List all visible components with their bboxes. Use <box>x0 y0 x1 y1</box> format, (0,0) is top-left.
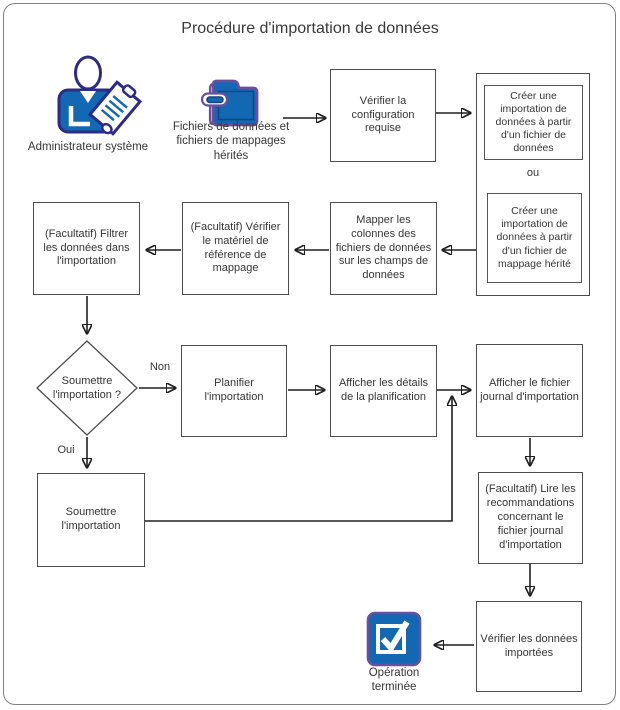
or-label: ou <box>526 167 540 179</box>
admin-person-clipboard-icon <box>57 55 143 136</box>
admin-label: Administrateur système <box>27 141 149 153</box>
step-map-columns: Mapper les colonnes des fichiers de donn… <box>330 202 437 295</box>
step-schedule-import: Planifier l'importation <box>181 345 287 437</box>
admin-arm <box>68 106 90 127</box>
diagram-frame <box>3 3 616 705</box>
admin-head <box>74 55 102 91</box>
files-label: Fichiers de données et fichiers de mappa… <box>172 121 290 162</box>
step-filter-data: (Facultatif) Filtrer les données dans l'… <box>33 202 140 295</box>
paperclip <box>200 92 229 107</box>
step-view-schedule-details: Afficher les détails de la planification <box>330 345 437 437</box>
branch-no-label: Non <box>149 361 171 373</box>
admin-collar <box>80 91 96 103</box>
step-verify-imported-data: Vérifier les données importées <box>476 601 582 692</box>
data-files-folder-icon <box>200 79 259 127</box>
page-title: Procédure d'importation de données <box>181 20 439 37</box>
diamond-shape <box>36 340 138 436</box>
step-verify-reference: (Facultatif) Vérifier le matériel de réf… <box>182 202 289 295</box>
step-verify-config: Vérifier la configuration requise <box>330 69 436 162</box>
operation-complete-label: Opération terminée <box>368 667 420 694</box>
branch-yes-label: Oui <box>57 444 75 456</box>
operation-complete-checkbox-icon <box>366 611 422 667</box>
check-mark <box>380 620 410 654</box>
step-submit-import: Soumettre l'importation <box>37 473 145 567</box>
folder-inner-line <box>217 90 255 121</box>
step-create-from-mapping-file: Créer une importation de données à parti… <box>487 193 582 283</box>
decision-submit-import: Soumettre l'importation ? <box>36 340 138 436</box>
decision-label: Soumettre l'importation ? <box>52 374 122 401</box>
step-read-log-recommendations: (Facultatif) Lire les recommandations co… <box>478 472 583 564</box>
step-create-from-data-file: Créer une importation de données à parti… <box>484 85 583 160</box>
clipboard <box>87 80 143 136</box>
step-view-import-log: Afficher le fichier journal d'importatio… <box>476 344 583 437</box>
